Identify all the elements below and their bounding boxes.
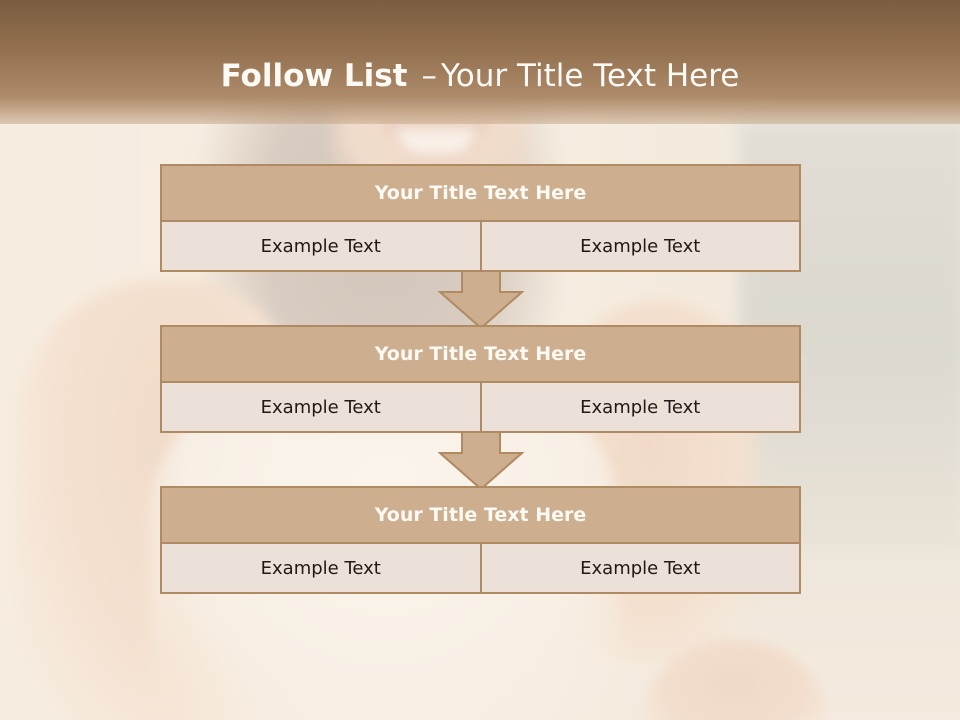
- follow-list-block-1: Your Title Text Here Example Text Exampl…: [160, 164, 801, 272]
- block-cell-left: Example Text: [162, 544, 480, 592]
- slide-title-text: Your Title Text Here: [440, 58, 740, 94]
- block-cells: Example Text Example Text: [162, 222, 799, 270]
- block-title: Your Title Text Here: [162, 488, 799, 544]
- header-band: [0, 0, 960, 124]
- block-cells: Example Text Example Text: [162, 544, 799, 592]
- block-title: Your Title Text Here: [162, 166, 799, 222]
- slide-title-bold: Follow List: [220, 58, 408, 94]
- slide-title-separator: –: [421, 58, 437, 94]
- block-title: Your Title Text Here: [162, 327, 799, 383]
- down-arrow-icon: [438, 431, 524, 491]
- block-cells: Example Text Example Text: [162, 383, 799, 431]
- follow-list-block-3: Your Title Text Here Example Text Exampl…: [160, 486, 801, 594]
- block-cell-right: Example Text: [479, 383, 799, 431]
- block-cell-left: Example Text: [162, 383, 480, 431]
- follow-list-block-2: Your Title Text Here Example Text Exampl…: [160, 325, 801, 433]
- block-cell-left: Example Text: [162, 222, 480, 270]
- slide-title: Follow List–Your Title Text Here: [0, 54, 960, 98]
- block-cell-right: Example Text: [479, 544, 799, 592]
- down-arrow-icon: [438, 270, 524, 330]
- block-cell-right: Example Text: [479, 222, 799, 270]
